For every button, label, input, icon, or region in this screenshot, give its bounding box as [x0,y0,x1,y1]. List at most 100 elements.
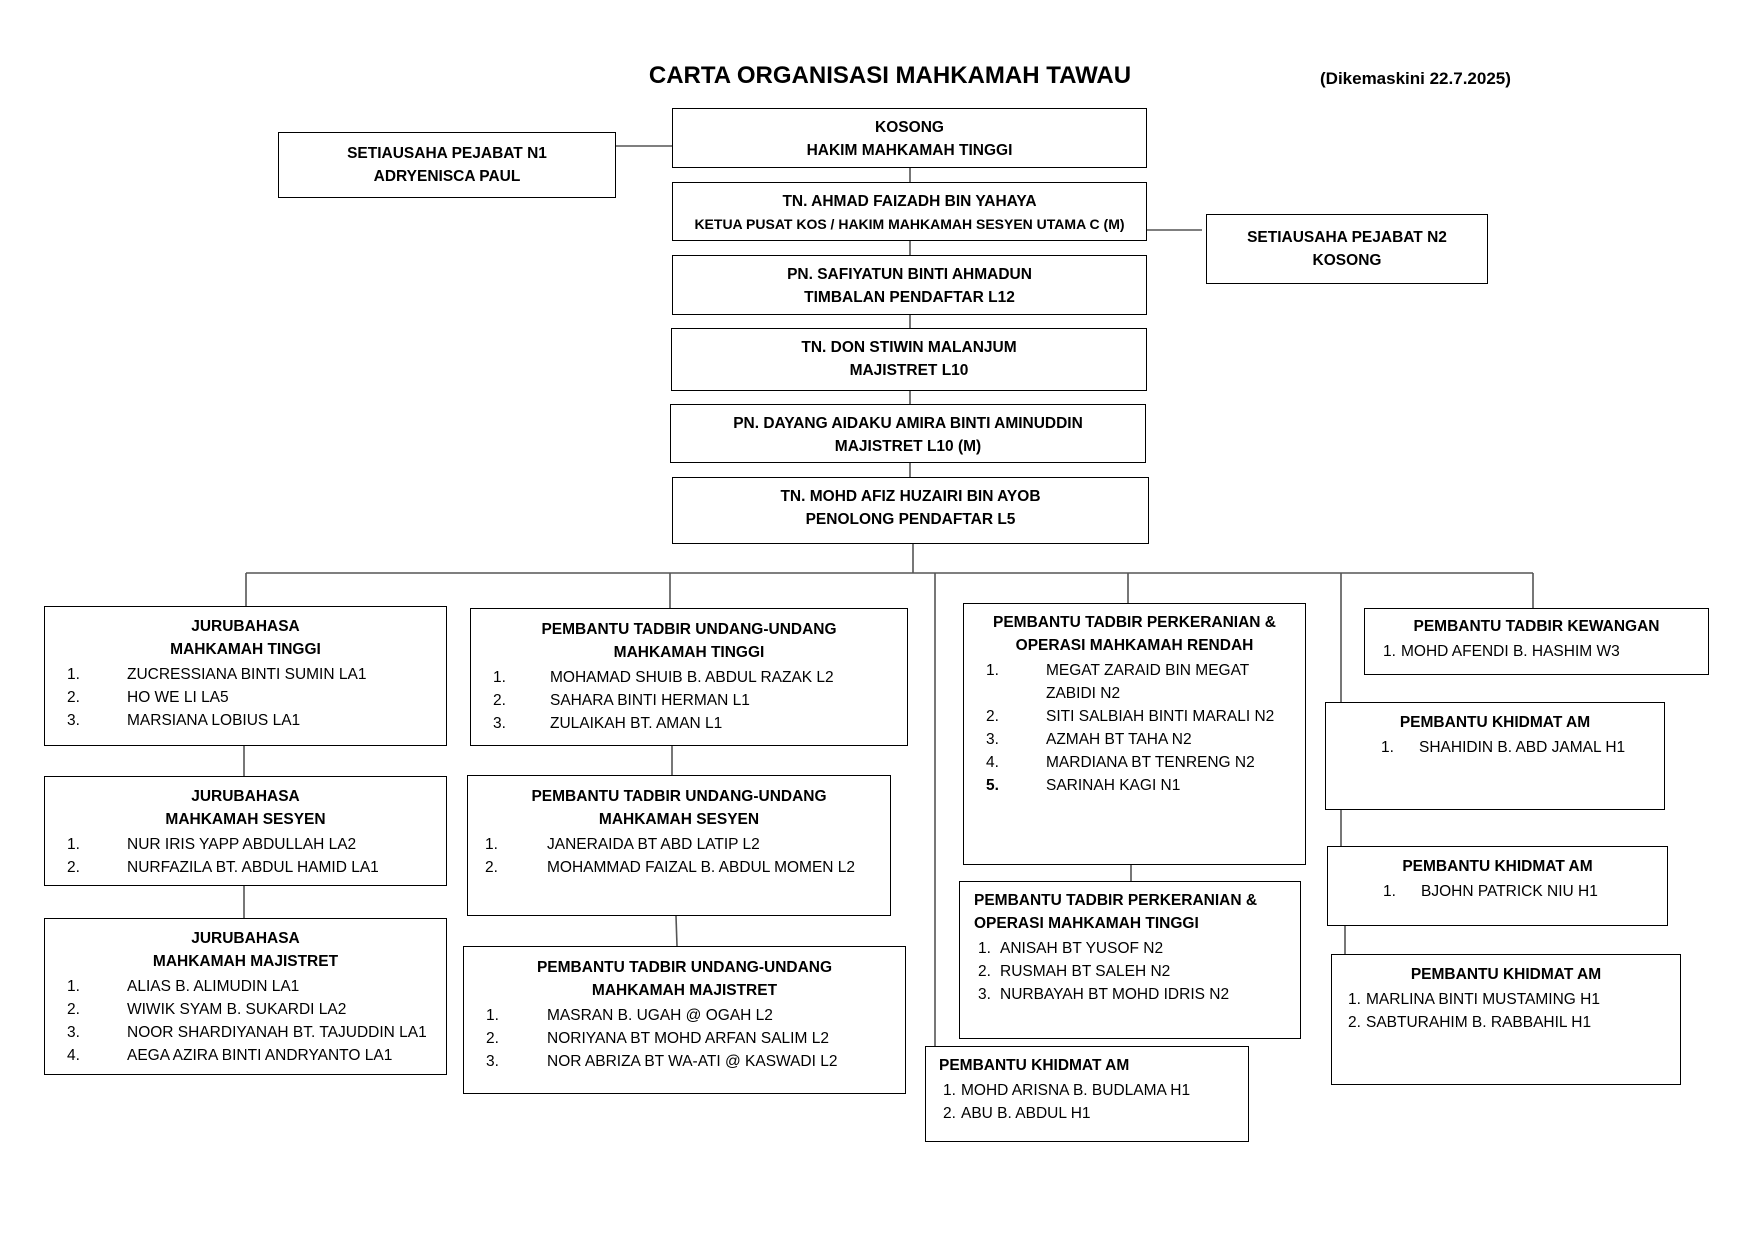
list-number: 1. [1383,643,1396,660]
staff-name: MOHD ARISNA B. BUDLAMA H1 [961,1082,1191,1099]
list-number: 2. [493,692,506,709]
staff-list-item: 5. SARINAH KAGI N1 [964,774,1305,797]
hierarchy-box-4: TN. DON STIWIN MALANJUM MAJISTRET L10 [671,328,1147,391]
staff-list-item: 1. MOHD ARISNA B. BUDLAMA H1 [926,1079,1248,1102]
list-number: 5. [986,777,999,794]
person-name: KOSONG [875,119,944,136]
unit-title: MAHKAMAH MAJISTRET [152,953,339,970]
secretary-name: ADRYENISCA PAUL [373,168,521,185]
staff-list: 1. BJOHN PATRICK NIU H1 [1328,880,1667,903]
unit-title: PEMBANTU TADBIR UNDANG-UNDANG [531,788,827,805]
updated-date: (Dikemaskini 22.7.2025) [1320,69,1511,88]
person-role: TIMBALAN PENDAFTAR L12 [804,289,1015,306]
list-number: 3. [486,1053,499,1070]
list-number: 4. [67,1047,80,1064]
person-name: PN. DAYANG AIDAKU AMIRA BINTI AMINUDDIN [733,415,1083,432]
unit-title: PEMBANTU TADBIR UNDANG-UNDANG [536,959,833,976]
staff-list-item: 1. BJOHN PATRICK NIU H1 [1328,880,1667,903]
staff-name: JANERAIDA BT ABD LATIP L2 [547,836,760,853]
staff-list-item: ZABIDI N2 [964,682,1305,705]
list-number: 3. [67,712,80,729]
list-number: 2. [486,1030,499,1047]
person-role: PENOLONG PENDAFTAR L5 [805,511,1016,528]
unit-ptp-mahkamah-rendah: PEMBANTU TADBIR PERKERANIAN & OPERASI MAH… [963,603,1306,865]
person-role: MAJISTRET L10 (M) [834,438,982,455]
staff-list-item: 1.NUR IRIS YAPP ABDULLAH LA2 [45,833,446,856]
unit-title: PEMBANTU TADBIR PERKERANIAN & [974,892,1258,909]
staff-name: BJOHN PATRICK NIU H1 [1421,883,1598,900]
unit-title: PEMBANTU TADBIR PERKERANIAN & [992,614,1277,631]
unit-title: OPERASI MAHKAMAH RENDAH [1015,637,1254,654]
secretary-title: SETIAUSAHA PEJABAT N2 [1247,229,1447,246]
staff-list-item: 2.RUSMAH BT SALEH N2 [960,960,1300,983]
staff-name: NURFAZILA BT. ABDUL HAMID LA1 [127,859,379,876]
staff-list: 1. JANERAIDA BT ABD LATIP L2 2.MOHAMMAD FA… [468,833,890,879]
list-number: 1. [486,1007,499,1024]
staff-name: AEGA AZIRA BINTI ANDRYANTO LA1 [127,1047,393,1064]
unit-title: JURUBAHASA [191,618,300,635]
staff-list-item: 2.WIWIK SYAM B. SUKARDI LA2 [45,998,446,1021]
staff-list-item: 2.ABU B. ABDUL H1 [926,1102,1248,1125]
staff-name: SITI SALBIAH BINTI MARALI N2 [1046,708,1275,725]
unit-ptu-mahkamah-sesyen: PEMBANTU TADBIR UNDANG-UNDANG MAHKAMAH SE… [467,775,891,916]
list-number: 1. [485,836,498,853]
staff-list-item: 3.ZULAIKAH BT. AMAN L1 [471,712,907,735]
unit-ptu-mahkamah-majistret: PEMBANTU TADBIR UNDANG-UNDANG MAHKAMAH MA… [463,946,906,1094]
secretary-title: SETIAUSAHA PEJABAT N1 [347,145,547,162]
staff-list-item: 2.MOHAMMAD FAIZAL B. ABDUL MOMEN L2 [468,856,890,879]
staff-list-item: 2.SABTURAHIM B. RABBAHIL H1 [1332,1011,1680,1034]
staff-name: MARLINA BINTI MUSTAMING H1 [1366,991,1600,1008]
person-name: TN. DON STIWIN MALANJUM [801,339,1017,356]
unit-title: MAHKAMAH MAJISTRET [591,982,778,999]
staff-list-item: 1.ALIAS B. ALIMUDIN LA1 [45,975,446,998]
staff-name: MOHAMAD SHUIB B. ABDUL RAZAK L2 [550,669,834,686]
staff-name: ZABIDI N2 [1046,685,1121,702]
list-number: 2. [67,1001,80,1018]
unit-title: MAHKAMAH SESYEN [598,811,760,828]
staff-list: 1.ZUCRESSIANA BINTI SUMIN LA1 2. HO WE LI … [45,663,446,732]
staff-name: MOHAMMAD FAIZAL B. ABDUL MOMEN L2 [547,859,856,876]
staff-name: SARINAH KAGI N1 [1046,777,1181,794]
staff-name: NUR IRIS YAPP ABDULLAH LA2 [127,836,357,853]
list-number: 1. [1383,883,1396,900]
list-number: 4. [986,754,999,771]
staff-name: MEGAT ZARAID BIN MEGAT [1046,662,1250,679]
staff-name: ANISAH BT YUSOF N2 [1000,940,1164,957]
staff-name: MARSIANA LOBIUS LA1 [127,712,301,729]
list-number: 3. [67,1024,80,1041]
hierarchy-box-5: PN. DAYANG AIDAKU AMIRA BINTI AMINUDDIN … [670,404,1146,463]
staff-name: NORIYANA BT MOHD ARFAN SALIM L2 [547,1030,829,1047]
staff-name: MARDIANA BT TENRENG N2 [1046,754,1255,771]
staff-list-item: 1.ZUCRESSIANA BINTI SUMIN LA1 [45,663,446,686]
staff-list-item: 3. AZMAH BT TAHA N2 [964,728,1305,751]
list-number: 2. [67,689,80,706]
staff-list-item: 2.SITI SALBIAH BINTI MARALI N2 [964,705,1305,728]
secretary-n2-box: SETIAUSAHA PEJABAT N2 KOSONG [1206,214,1488,284]
list-number: 1. [1381,739,1394,756]
list-number: 1. [943,1082,956,1099]
staff-list-item: 1.MOHAMAD SHUIB B. ABDUL RAZAK L2 [471,666,907,689]
list-number: 2. [978,963,991,980]
chart-title: CARTA ORGANISASI MAHKAMAH TAWAU [648,62,1132,89]
staff-list-item: 2.NURFAZILA BT. ABDUL HAMID LA1 [45,856,446,879]
staff-list-item: 3. NURBAYAH BT MOHD IDRIS N2 [960,983,1300,1006]
list-number: 2. [1348,1014,1361,1031]
person-role: KETUA PUSAT KOS / HAKIM MAHKAMAH SESYEN … [694,216,1125,232]
staff-list-item: 1.MASRAN B. UGAH @ OGAH L2 [464,1004,905,1027]
staff-name: AZMAH BT TAHA N2 [1046,731,1192,748]
list-number: 3. [978,986,991,1003]
staff-name: ZULAIKAH BT. AMAN L1 [550,715,723,732]
staff-name: NURBAYAH BT MOHD IDRIS N2 [1000,986,1230,1003]
staff-list-item: 3.NOOR SHARDIYANAH BT. TAJUDDIN LA1 [45,1021,446,1044]
staff-list-item: 1.MOHD AFENDI B. HASHIM W3 [1365,640,1708,663]
unit-title: OPERASI MAHKAMAH TINGGI [974,915,1199,932]
staff-name: HO WE LI LA5 [127,689,229,706]
unit-title: PEMBANTU KHIDMAT AM [1402,858,1593,875]
list-number: 1. [1348,991,1361,1008]
staff-name: ZUCRESSIANA BINTI SUMIN LA1 [127,666,367,683]
list-number: 3. [986,731,999,748]
